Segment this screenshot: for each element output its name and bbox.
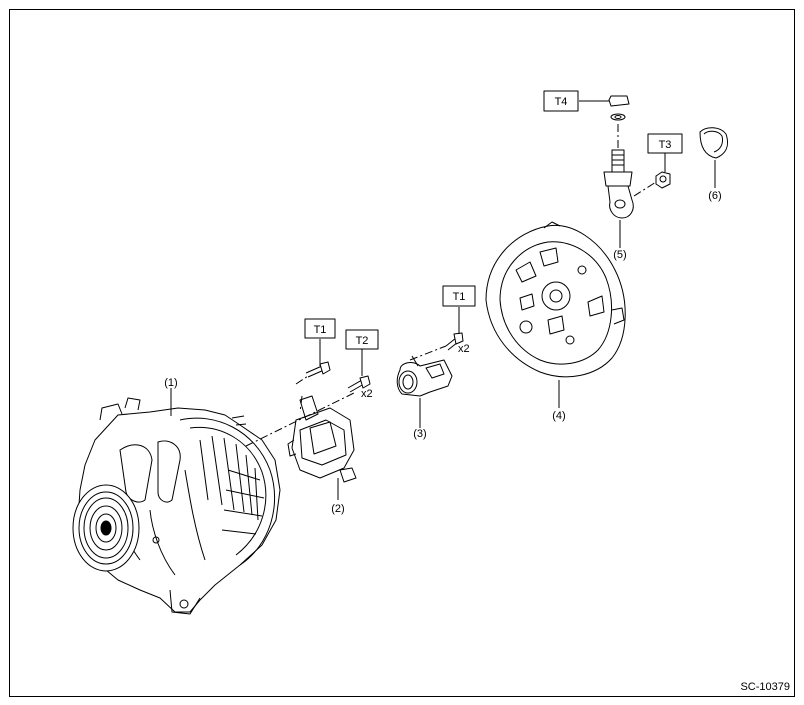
multiplier-label-left: x2 — [361, 388, 373, 400]
screw-t1-left — [305, 361, 331, 378]
callout-4: (4) — [552, 410, 565, 422]
leader-lines — [170, 100, 716, 500]
callout-6: (6) — [708, 190, 721, 202]
nut-t3 — [655, 171, 671, 189]
assembly-lines — [245, 124, 657, 447]
multiplier-label-right: x2 — [458, 343, 470, 355]
terminal-cap — [699, 127, 729, 159]
alternator-assembly — [72, 397, 281, 615]
callout-2: (2) — [331, 503, 344, 515]
torque-box-t1-left — [304, 318, 336, 339]
callout-5: (5) — [613, 249, 626, 261]
figure-id: SC-10379 — [740, 681, 790, 693]
torque-box-t3 — [647, 133, 683, 154]
torque-label-t4: T4 — [555, 96, 568, 108]
callout-1: (1) — [164, 377, 177, 389]
screw-t2 — [347, 375, 371, 393]
terminal-bolt — [603, 149, 634, 219]
torque-label-t1-left: T1 — [314, 324, 327, 336]
torque-box-t1-right — [442, 285, 476, 307]
torque-box-t4 — [543, 90, 579, 112]
nut-t4 — [608, 95, 630, 121]
torque-box-t2 — [345, 329, 379, 350]
torque-label-t1-right: T1 — [453, 291, 466, 303]
torque-label-t3: T3 — [659, 139, 672, 151]
ic-regulator — [287, 395, 357, 483]
diagram-frame — [9, 9, 795, 697]
rear-cover — [485, 221, 626, 378]
torque-label-t2: T2 — [356, 335, 369, 347]
callout-3: (3) — [413, 428, 426, 440]
brush-holder — [396, 355, 453, 397]
